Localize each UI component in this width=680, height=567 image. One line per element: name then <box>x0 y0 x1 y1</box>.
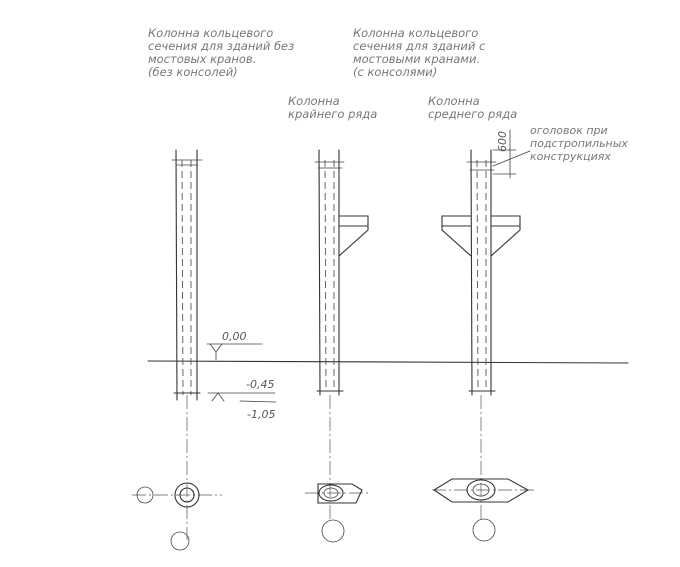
section-no-consoles <box>132 482 222 551</box>
label-column-head-line-3: конструкциях <box>530 150 611 163</box>
title-no-crane-line-2: сечения для зданий без <box>148 39 294 53</box>
level-minus-105-label: -1,05 <box>247 408 275 421</box>
svg-text:мостовыми кранами.: мостовыми кранами. <box>353 52 480 66</box>
title-with-crane-line-1: Колонна кольцевого <box>353 26 478 40</box>
label-middle-column: Колонна среднего ряда <box>428 94 517 121</box>
level-zero-label: 0,00 <box>222 330 247 343</box>
title-with-crane-line-3: мостовыми кранами. <box>353 52 480 66</box>
label-middle-column-line-1: Колонна <box>428 94 480 108</box>
svg-text:сечения для зданий с: сечения для зданий с <box>353 39 486 53</box>
svg-text:Колонна: Колонна <box>288 94 340 108</box>
column-no-consoles <box>171 149 203 540</box>
title-with-crane-line-4: (с консолями) <box>353 65 437 79</box>
svg-text:крайнего ряда: крайнего ряда <box>288 107 377 121</box>
title-with-crane-line-2: сечения для зданий с <box>353 39 486 53</box>
svg-text:Колонна кольцевого: Колонна кольцевого <box>148 26 273 40</box>
title-no-crane-line-1: Колонна кольцевого <box>148 26 273 40</box>
level-minus-045: -0,45 <box>207 378 276 402</box>
svg-text:оголовок при: оголовок при <box>530 124 608 137</box>
svg-text:мостовых кранов.: мостовых кранов. <box>148 52 256 66</box>
svg-text:среднего ряда: среднего ряда <box>428 107 517 121</box>
level-zero: 0,00 <box>206 330 263 361</box>
label-edge-column-line-1: Колонна <box>288 94 340 108</box>
label-edge-column: Колонна крайнего ряда <box>288 94 377 121</box>
title-with-crane: Колонна кольцевого сечения для зданий с … <box>353 26 486 79</box>
label-edge-column-line-2: крайнего ряда <box>288 107 377 121</box>
title-no-crane-line-4: (без консолей) <box>148 65 238 79</box>
svg-text:(без консолей): (без консолей) <box>148 65 238 79</box>
title-no-crane: Колонна кольцевого сечения для зданий бе… <box>148 26 294 79</box>
ground-line <box>147 360 629 364</box>
svg-text:(с консолями): (с консолями) <box>353 65 437 79</box>
section-middle-row <box>432 478 536 542</box>
title-no-crane-line-3: мостовых кранов. <box>148 52 256 66</box>
level-minus-105: -1,05 <box>239 400 277 421</box>
svg-text:конструкциях: конструкциях <box>530 150 611 163</box>
column-edge-row <box>314 149 369 520</box>
label-middle-column-line-2: среднего ряда <box>428 107 517 121</box>
level-minus-045-label: -0,45 <box>246 378 274 391</box>
head-height-dimension: 600 <box>496 131 509 152</box>
label-column-head: оголовок при подстропильных конструкциях <box>530 124 628 163</box>
svg-text:Колонна кольцевого: Колонна кольцевого <box>353 26 478 40</box>
svg-text:сечения для зданий без: сечения для зданий без <box>148 39 294 53</box>
label-column-head-line-2: подстропильных <box>530 137 628 150</box>
section-edge-row <box>305 483 370 543</box>
label-column-head-line-1: оголовок при <box>530 124 608 137</box>
svg-text:подстропильных: подстропильных <box>530 137 628 150</box>
svg-text:Колонна: Колонна <box>428 94 480 108</box>
column-middle-row: 600 <box>441 129 531 520</box>
